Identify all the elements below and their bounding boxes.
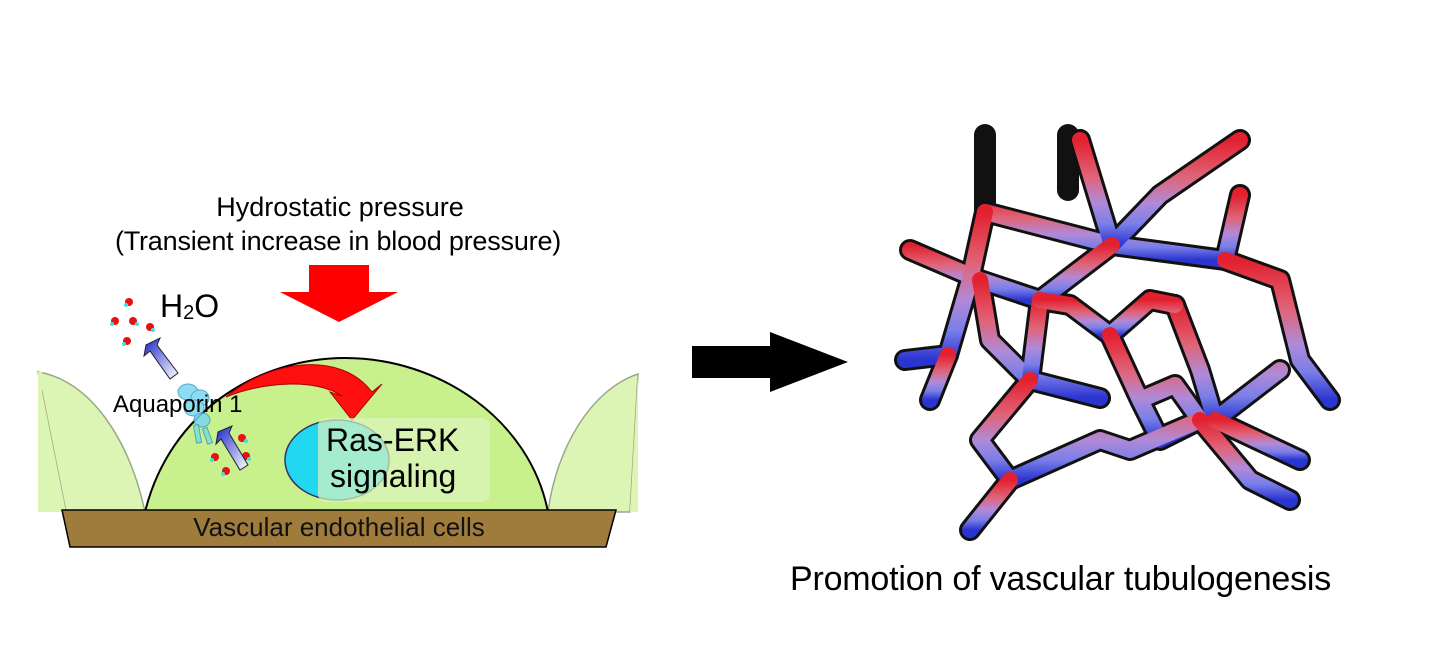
water-label: H2O: [160, 288, 219, 325]
water-label-subscript: 2: [183, 302, 195, 324]
endothelial-cells-label: Vascular endothelial cells: [193, 512, 485, 542]
pressure-arrow-icon: [280, 265, 398, 322]
transition-arrow-icon: [692, 332, 848, 392]
pressure-subtitle: (Transient increase in blood pressure): [114, 226, 562, 256]
vascular-network: [894, 124, 1341, 541]
aquaporin-label: Aquaporin 1: [113, 391, 243, 418]
water-label-h: H: [160, 288, 184, 324]
water-influx-arrow-icon: [215, 425, 249, 471]
water-efflux-arrow-icon: [143, 336, 179, 380]
pressure-title: Hydrostatic pressure: [216, 192, 464, 222]
side-cell-right: [547, 372, 639, 513]
signaling-label-line2: signaling: [330, 458, 457, 494]
endothelial-base: [61, 509, 617, 548]
signaling-label-line1: Ras-ERK: [326, 422, 460, 458]
water-label-o: O: [194, 288, 220, 324]
signal-curved-arrow-icon: [225, 364, 383, 421]
aquaporin-channel-icon: [177, 383, 214, 445]
signaling-label-box: [318, 418, 490, 502]
tubulogenesis-caption: Promotion of vascular tubulogenesis: [790, 560, 1332, 598]
water-molecules-outside: [110, 298, 155, 346]
